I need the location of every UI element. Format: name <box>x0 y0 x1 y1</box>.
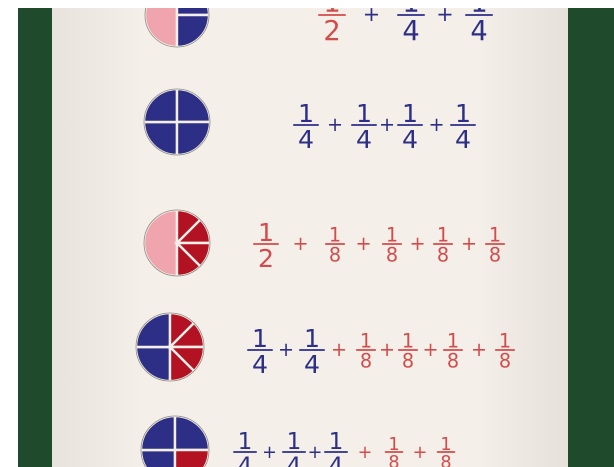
fraction-term: 18 <box>357 330 375 373</box>
plus-sign: + <box>308 443 323 463</box>
fraction-term: 14 <box>451 99 475 154</box>
fraction-numerator: 1 <box>298 99 314 128</box>
fraction-denominator: 2 <box>258 244 274 273</box>
fraction-term: 18 <box>383 224 401 267</box>
fraction-term: 18 <box>444 330 462 373</box>
fraction-denominator: 8 <box>437 244 449 267</box>
fraction-term: 14 <box>283 429 305 467</box>
fraction-denominator: 4 <box>238 453 253 467</box>
fraction-term: 14 <box>248 324 272 379</box>
fraction-numerator: 1 <box>304 324 320 353</box>
fraction-denominator: 8 <box>447 350 459 373</box>
plus-sign: + <box>422 338 438 361</box>
fraction-denominator: 4 <box>252 350 268 379</box>
circle-diagram-2 <box>144 89 210 155</box>
fraction-term: 14 <box>325 429 347 467</box>
plus-sign: + <box>436 2 453 26</box>
fraction-numerator: 1 <box>258 218 274 247</box>
fraction-denominator: 4 <box>470 16 487 47</box>
plus-sign: + <box>355 232 371 255</box>
fraction-denominator: 4 <box>287 453 302 467</box>
circle-diagram-3 <box>144 210 210 276</box>
navy-quarter-sector <box>141 416 175 450</box>
fraction-term: 18 <box>438 435 455 467</box>
navy-quarter-sector <box>136 313 170 347</box>
plus-sign: + <box>379 338 395 361</box>
plus-sign: + <box>409 232 425 255</box>
fraction-denominator: 2 <box>323 16 340 47</box>
plus-sign: + <box>358 443 373 463</box>
plus-sign: + <box>278 338 294 361</box>
navy-quarter-sector <box>177 15 209 47</box>
plus-sign: + <box>363 2 380 26</box>
fraction-term: 14 <box>398 99 422 154</box>
navy-quarter-sector <box>177 122 210 155</box>
fraction-denominator: 4 <box>455 125 471 154</box>
plus-sign: + <box>262 443 277 463</box>
fraction-term: 12 <box>319 0 345 47</box>
fraction-term: 12 <box>254 218 278 273</box>
fraction-numerator: 1 <box>455 99 471 128</box>
fraction-denominator: 8 <box>402 350 414 373</box>
plus-sign: + <box>461 232 477 255</box>
fraction-term: 18 <box>434 224 452 267</box>
fraction-term: 18 <box>386 435 403 467</box>
circle-diagram-5 <box>141 416 209 467</box>
plus-sign: + <box>471 338 487 361</box>
fraction-denominator: 8 <box>440 453 451 467</box>
fraction-term: 14 <box>300 324 324 379</box>
fraction-denominator: 4 <box>304 350 320 379</box>
fraction-denominator: 8 <box>360 350 372 373</box>
fraction-denominator: 8 <box>499 350 511 373</box>
navy-quarter-sector <box>175 416 209 450</box>
pink-half-sector <box>145 0 177 47</box>
plus-sign: + <box>428 113 444 136</box>
fraction-term: 18 <box>496 330 514 373</box>
plus-sign: + <box>331 338 347 361</box>
navy-quarter-sector <box>144 89 177 122</box>
plus-sign: + <box>413 443 428 463</box>
plus-sign: + <box>379 113 395 136</box>
fraction-term: 14 <box>466 0 492 47</box>
fraction-numerator: 1 <box>402 99 418 128</box>
pink-half-sector <box>144 210 177 276</box>
circle-diagram-1 <box>145 0 209 47</box>
fraction-denominator: 8 <box>388 453 399 467</box>
fraction-numerator: 1 <box>356 99 372 128</box>
fraction-denominator: 4 <box>402 16 419 47</box>
navy-quarter-sector <box>141 450 175 467</box>
fraction-denominator: 8 <box>489 244 501 267</box>
fraction-term: 18 <box>326 224 344 267</box>
plus-sign: + <box>292 232 308 255</box>
fraction-term: 18 <box>399 330 417 373</box>
fraction-term: 14 <box>352 99 376 154</box>
circle-diagram-4 <box>136 313 204 381</box>
navy-quarter-sector <box>136 347 170 381</box>
fraction-denominator: 4 <box>298 125 314 154</box>
fraction-term: 14 <box>234 429 256 467</box>
fraction-denominator: 8 <box>386 244 398 267</box>
fraction-denominator: 4 <box>329 453 344 467</box>
navy-quarter-sector <box>177 89 210 122</box>
plus-sign: + <box>327 113 343 136</box>
fraction-denominator: 4 <box>402 125 418 154</box>
fraction-term: 14 <box>294 99 318 154</box>
navy-quarter-sector <box>144 122 177 155</box>
crimson-quarter-sector <box>175 450 209 467</box>
fraction-denominator: 8 <box>329 244 341 267</box>
fraction-numerator: 1 <box>252 324 268 353</box>
navy-quarter-sector <box>177 0 209 15</box>
fraction-term: 18 <box>486 224 504 267</box>
fraction-denominator: 4 <box>356 125 372 154</box>
fraction-term: 14 <box>398 0 424 47</box>
